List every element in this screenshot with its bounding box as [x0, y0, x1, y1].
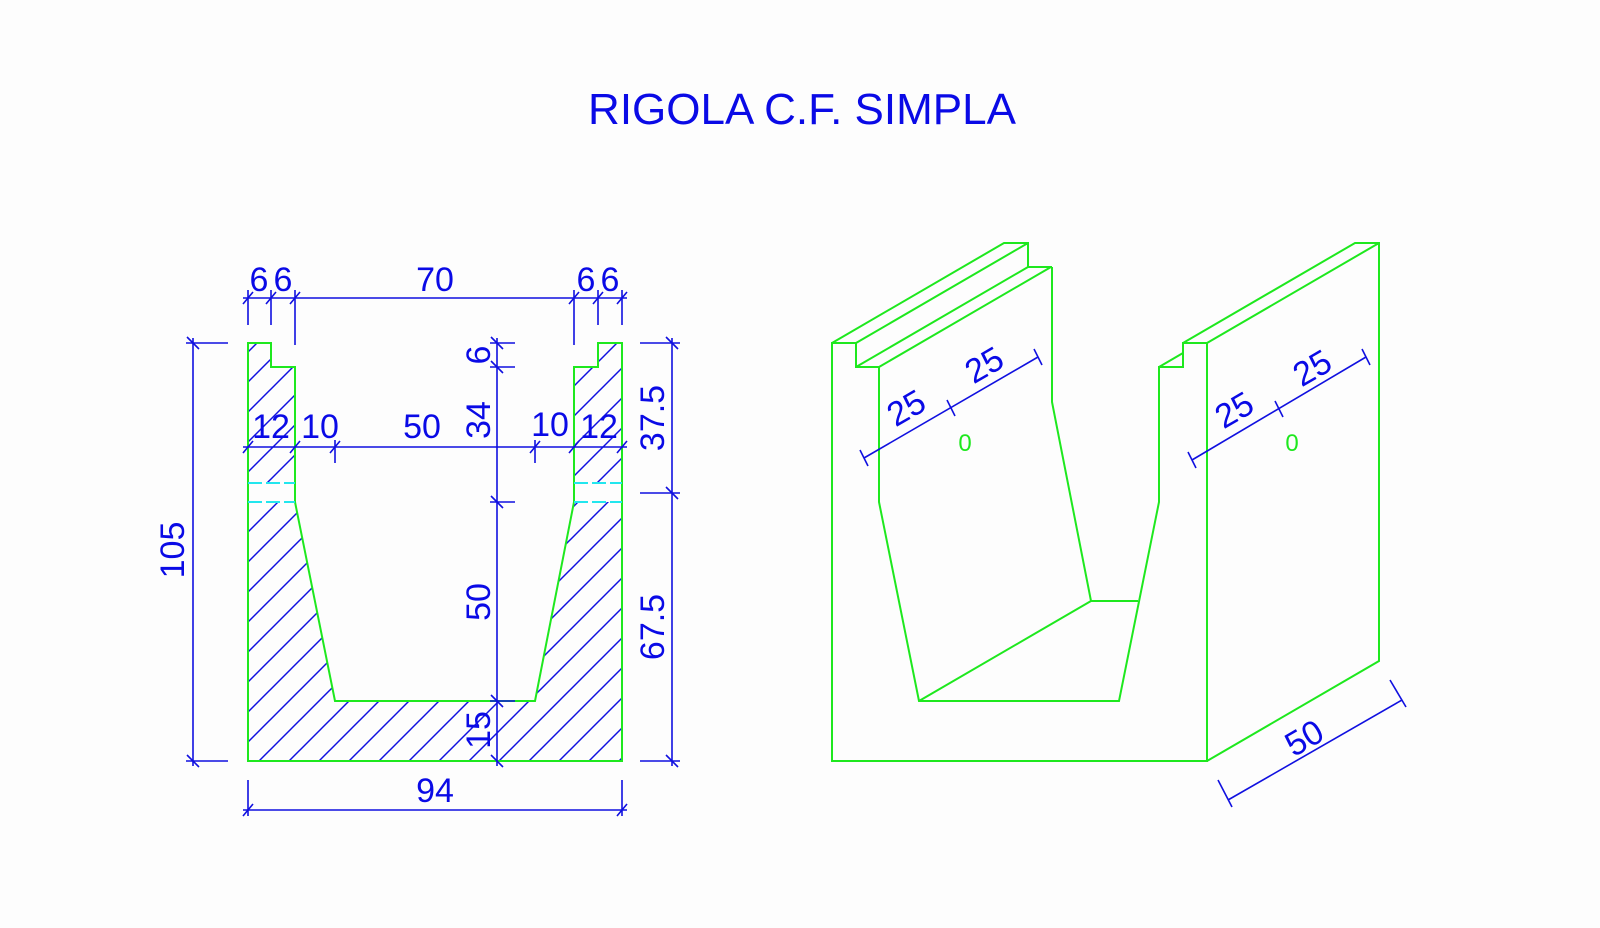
dim-top-6a: 6 [250, 261, 269, 299]
top-dimension-lines [242, 290, 628, 345]
dim-mid-10b: 10 [531, 406, 569, 444]
cross-section: 6 6 70 6 6 12 10 50 10 12 6 34 50 15 [154, 261, 680, 817]
left-opening [249, 483, 294, 502]
bottom-width-dimension [242, 780, 628, 817]
center-vertical-dimension [490, 336, 515, 768]
dim-top-6c: 6 [577, 261, 596, 299]
dim-mid-10a: 10 [301, 408, 339, 446]
dim-mid-50: 50 [403, 408, 441, 446]
back-edges [831, 242, 1380, 762]
right-height-dimension [640, 336, 680, 768]
dim-right-37-5: 37.5 [634, 385, 672, 451]
iso-dim-left-25b: 25 [959, 340, 1011, 392]
iso-dimension-lines [859, 348, 1407, 808]
left-height-dimension [186, 336, 228, 768]
dim-mid-12a: 12 [252, 408, 290, 446]
drawing-title: RIGOLA C.F. SIMPLA [588, 85, 1017, 134]
right-opening [575, 483, 621, 502]
right-wall-mark: 0 [1285, 430, 1298, 457]
dim-top-6b: 6 [274, 261, 293, 299]
section-hatch [248, 343, 622, 761]
dim-center-34: 34 [460, 401, 498, 439]
dim-right-67-5: 67.5 [634, 594, 672, 660]
dim-top-6d: 6 [601, 261, 620, 299]
dim-top-70: 70 [416, 261, 454, 299]
left-wall-mark: 0 [958, 430, 971, 457]
dim-mid-12b: 12 [580, 408, 618, 446]
front-face [831, 342, 1208, 762]
dim-height-105: 105 [154, 522, 192, 579]
dim-center-50: 50 [460, 583, 498, 621]
iso-dim-right-25a: 25 [1209, 385, 1261, 437]
dim-center-6: 6 [460, 346, 498, 365]
dim-center-15: 15 [460, 711, 498, 749]
iso-dim-right-25b: 25 [1287, 343, 1339, 395]
mid-dimension-lines [242, 440, 628, 463]
isometric-view: 0 0 25 25 25 25 50 [831, 242, 1407, 808]
iso-dim-left-25a: 25 [881, 383, 933, 435]
dim-width-94: 94 [416, 772, 454, 810]
iso-dim-length-50: 50 [1279, 713, 1331, 765]
